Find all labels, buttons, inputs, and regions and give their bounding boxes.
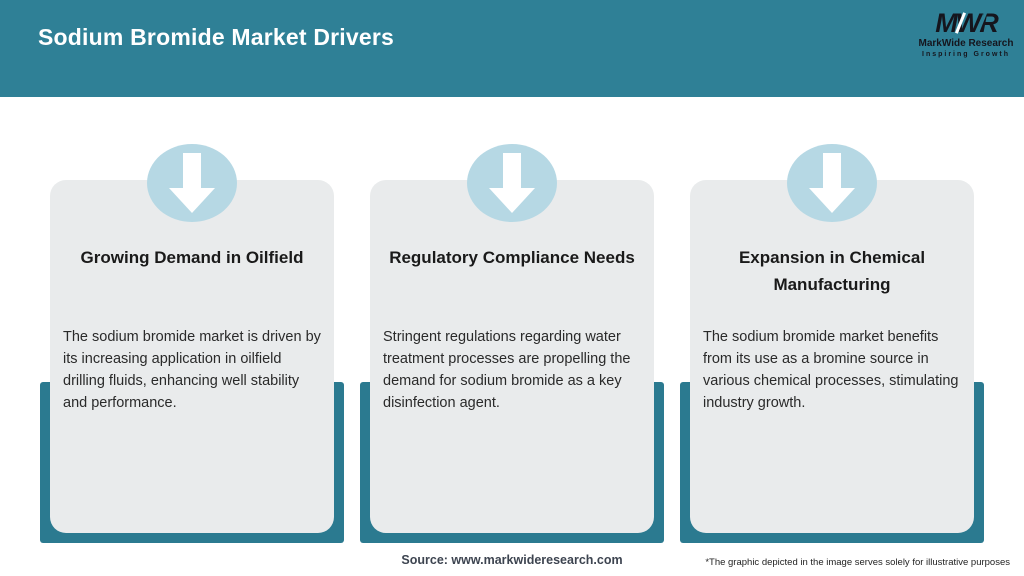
down-arrow-shaft: [503, 153, 521, 188]
logo-monogram: MWR: [935, 8, 999, 38]
down-arrow-head: [489, 188, 535, 213]
card-panel: Regulatory Compliance Needs Stringent re…: [370, 180, 654, 533]
down-arrow-icon: [467, 144, 557, 222]
card-description: Stringent regulations regarding water tr…: [383, 329, 631, 411]
markwide-research-logo: MWR MarkWide Research Inspiring Growth: [918, 9, 1014, 59]
card-title: Growing Demand in Oilfield: [80, 248, 304, 267]
driver-card-chemical: Expansion in Chemical Manufacturing The …: [672, 0, 992, 576]
card-title: Regulatory Compliance Needs: [389, 248, 635, 267]
logo-monogram-text: MWR: [935, 8, 999, 38]
down-arrow-shaft: [823, 153, 841, 188]
header-bar: Sodium Bromide Market Drivers MWR MarkWi…: [0, 0, 1024, 97]
down-arrow-shaft: [183, 153, 201, 188]
card-description: The sodium bromide market is driven by i…: [63, 329, 321, 411]
source-text: Source: www.markwideresearch.com: [401, 553, 623, 567]
disclaimer-text: *The graphic depicted in the image serve…: [705, 557, 1010, 568]
card-panel: Growing Demand in Oilfield The sodium br…: [50, 180, 334, 533]
down-arrow-head: [169, 188, 215, 213]
driver-card-oilfield: Growing Demand in Oilfield The sodium br…: [32, 0, 352, 576]
card-title: Expansion in Chemical Manufacturing: [738, 248, 926, 294]
down-arrow-head: [809, 188, 855, 213]
logo-name: MarkWide Research: [918, 38, 1014, 49]
logo-tagline: Inspiring Growth: [922, 51, 1010, 58]
card-description: The sodium bromide market benefits from …: [703, 329, 959, 411]
card-panel: Expansion in Chemical Manufacturing The …: [690, 180, 974, 533]
down-arrow-icon: [787, 144, 877, 222]
page-title: Sodium Bromide Market Drivers: [38, 24, 395, 50]
down-arrow-icon: [147, 144, 237, 222]
driver-card-regulatory: Regulatory Compliance Needs Stringent re…: [352, 0, 672, 576]
